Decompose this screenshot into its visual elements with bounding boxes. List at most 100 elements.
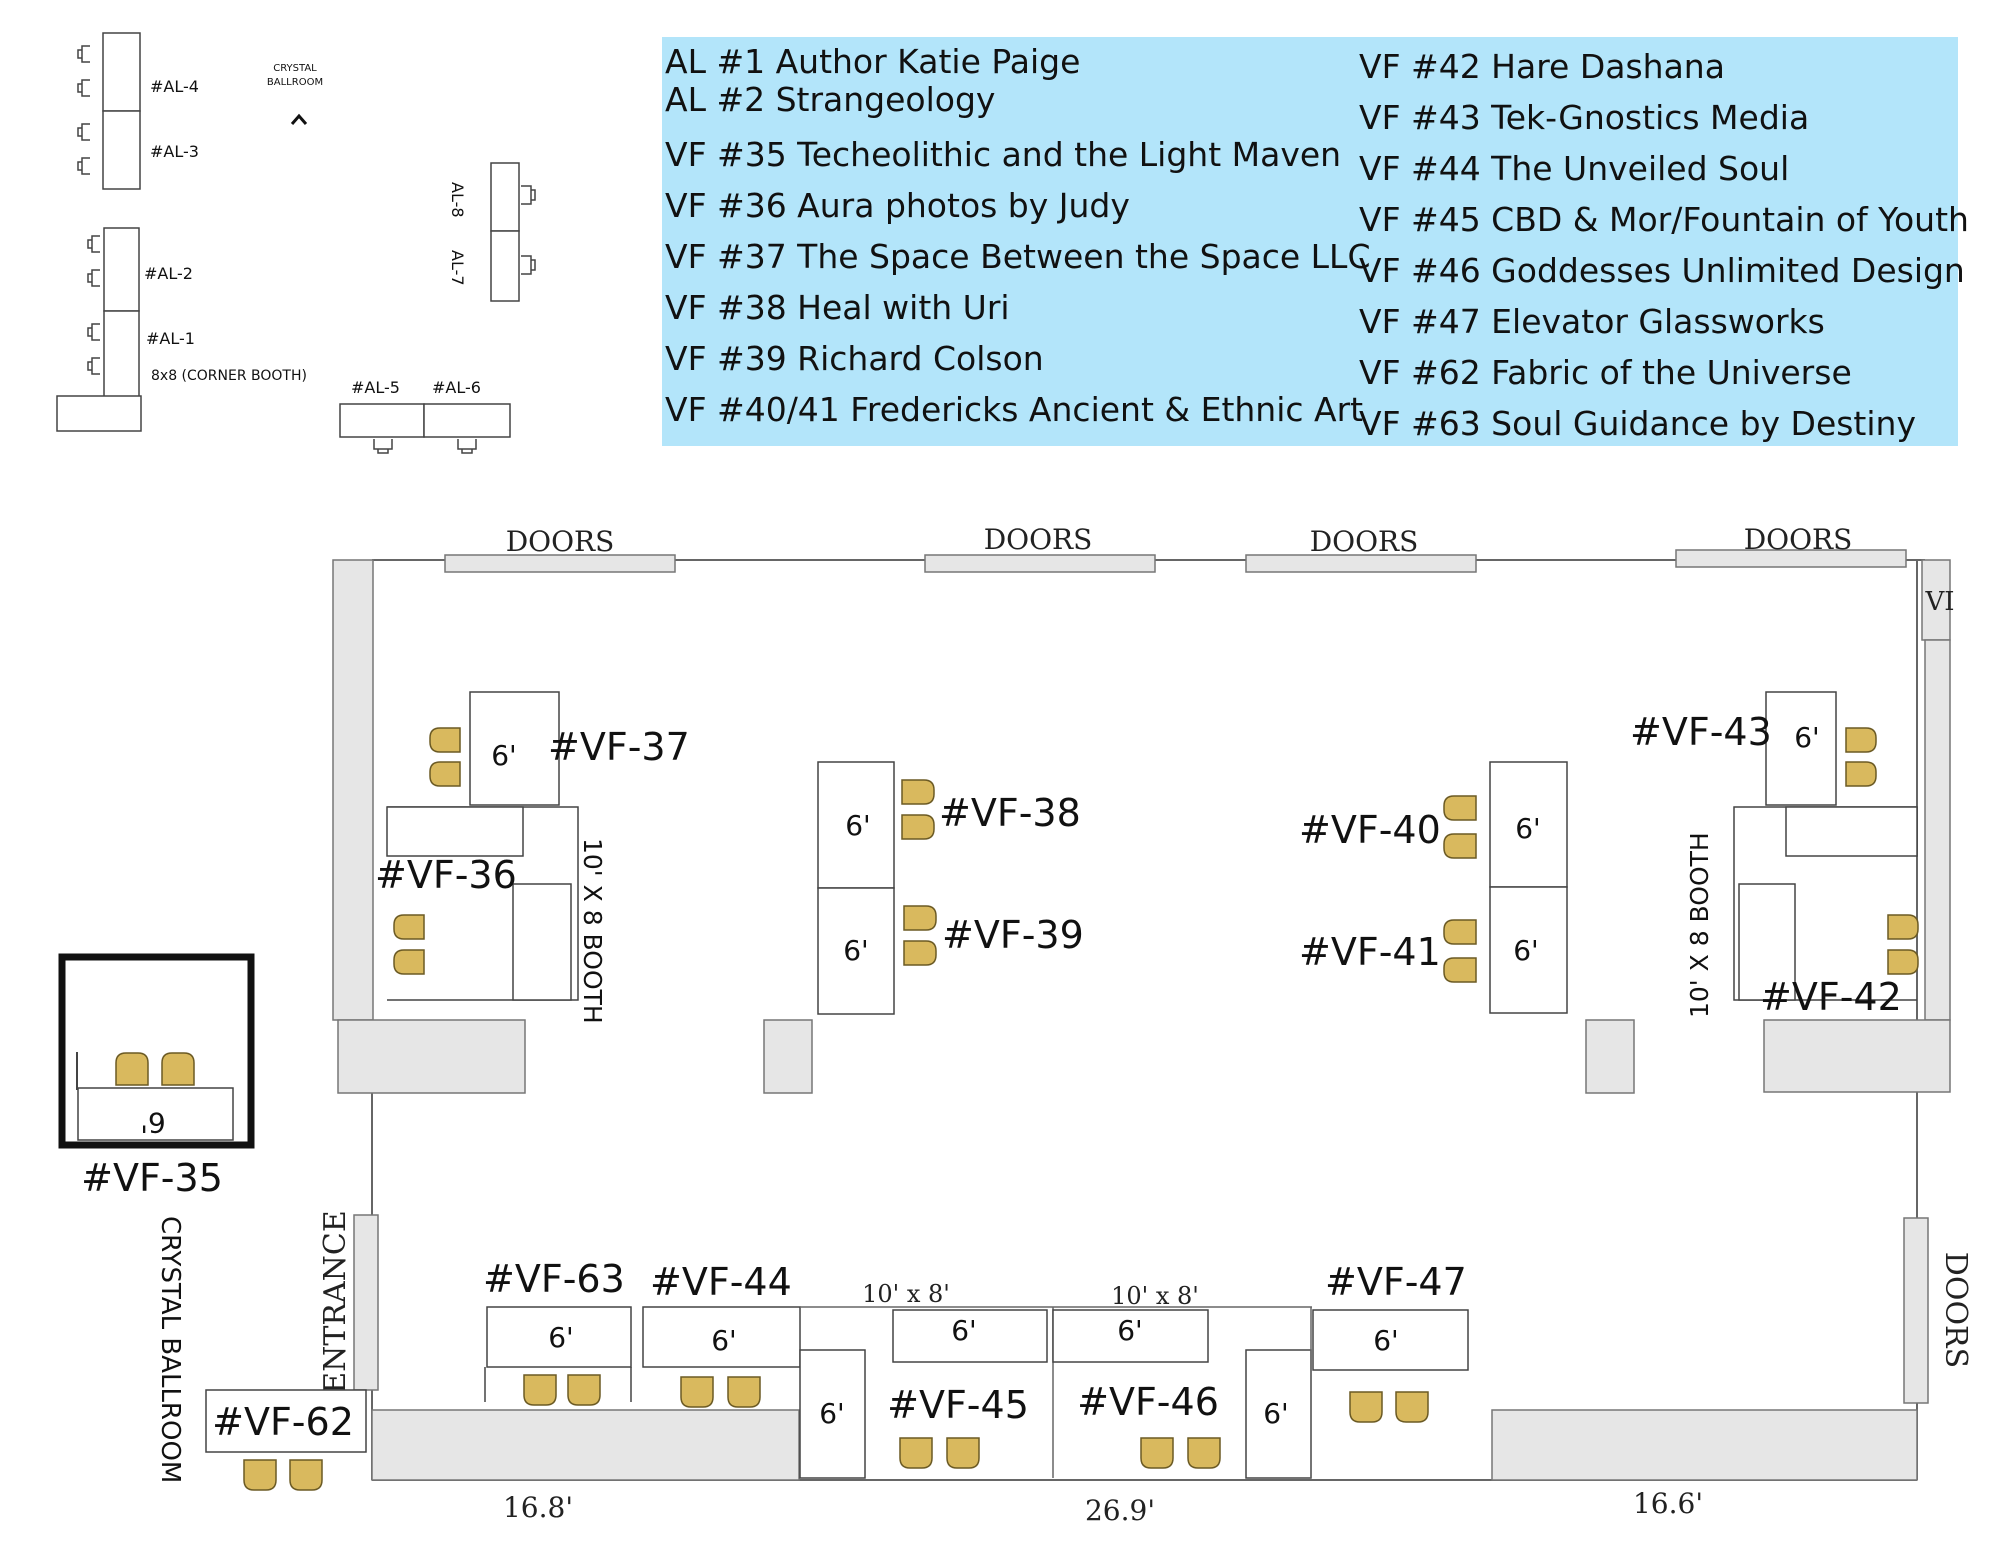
corner-booth-table — [56, 395, 142, 432]
chair-vf38-1 — [901, 779, 935, 805]
chair-vf42-2 — [1887, 949, 1919, 975]
label-vf43: #VF-43 — [1630, 710, 1772, 754]
chair-vf62-2 — [289, 1459, 323, 1491]
doors-top-2 — [924, 554, 1156, 573]
chair-vf45-2 — [946, 1437, 980, 1469]
center-pillar-right — [1585, 1019, 1635, 1094]
legend-item: VF #38 Heal with Uri — [665, 288, 1010, 327]
label-vf44: #VF-44 — [650, 1260, 792, 1304]
table-al6 — [423, 403, 511, 438]
doors-top-3 — [1245, 554, 1477, 573]
chair-vf40-2 — [1443, 833, 1477, 859]
table-vf35-size: 6' — [140, 1106, 166, 1139]
legend-item: VF #44 The Unveiled Soul — [1359, 149, 1790, 188]
label-vf39: #VF-39 — [942, 913, 1084, 957]
bottom-wall-left — [371, 1409, 800, 1481]
booth-vf35-frame — [58, 953, 255, 1149]
table-vf44 — [642, 1306, 801, 1368]
right-bottom-door — [1903, 1217, 1929, 1404]
table-al7 — [490, 230, 520, 302]
vendor-legend: AL #1 Author Katie Paige AL #2 Strangeol… — [662, 37, 1969, 446]
chair-vf47-1 — [1349, 1391, 1383, 1423]
label-vf37: #VF-37 — [548, 725, 690, 769]
label-vf36: #VF-36 — [375, 853, 517, 897]
booth-size-left: 10' X 8 BOOTH — [578, 838, 607, 1024]
legend-item: VF #39 Richard Colson — [665, 339, 1044, 378]
left-wall-panel — [332, 559, 374, 1021]
table-al1 — [103, 310, 140, 398]
chair-vf36-1 — [393, 914, 425, 940]
table-vf46-side — [1245, 1349, 1312, 1479]
legend-item: VF #47 Elevator Glassworks — [1359, 302, 1825, 341]
table-vf41 — [1489, 886, 1568, 1014]
center-pillar-left — [763, 1019, 813, 1094]
table-vf46-size: 6' — [1117, 1314, 1143, 1347]
table-vf39-size: 6' — [843, 934, 869, 967]
left-pillar — [337, 1019, 526, 1094]
label-vf38: #VF-38 — [939, 791, 1081, 835]
label-corner-booth: 8x8 (CORNER BOOTH) — [151, 368, 307, 384]
table-vf45-size: 6' — [951, 1314, 977, 1347]
chair-vf37-2 — [429, 761, 461, 787]
entrance-door — [353, 1214, 379, 1391]
chair-vf44-1 — [680, 1376, 714, 1408]
chair-vf41-1 — [1443, 919, 1477, 945]
crystal-ballroom-label: CRYSTAL BALLROOM — [155, 1216, 185, 1483]
label-vf63: #VF-63 — [483, 1257, 625, 1301]
table-vf47 — [1312, 1309, 1469, 1371]
chair-vf63-1 — [523, 1374, 557, 1406]
legend-item: VF #62 Fabric of the Universe — [1359, 353, 1852, 392]
table-vf46 — [1052, 1309, 1209, 1363]
bottom-wall-right — [1491, 1409, 1918, 1481]
chair-vf63-2 — [567, 1374, 601, 1406]
label-al7: AL-7 — [448, 250, 467, 286]
legend-item: VF #63 Soul Guidance by Destiny — [1359, 404, 1916, 443]
legend-item: VF #40/41 Fredericks Ancient & Ethnic Ar… — [665, 390, 1364, 429]
label-al3: #AL-3 — [150, 142, 199, 161]
dim-center: 26.9' — [1085, 1494, 1155, 1527]
chair-vf45-1 — [899, 1437, 933, 1469]
table-vf37-size: 6' — [491, 739, 517, 772]
crystal-ballroom-line2: BALLROOM — [267, 77, 323, 88]
label-vf35: #VF-35 — [81, 1156, 223, 1200]
right-door-label-partial: VI — [1924, 587, 1954, 617]
legend-item: VF #36 Aura photos by Judy — [665, 186, 1130, 225]
chair-vf35-1 — [115, 1052, 149, 1086]
main-room: DOORS DOORS DOORS DOORS VI ENTRANCE DOOR… — [58, 523, 1973, 1527]
table-al8 — [490, 162, 520, 232]
table-vf40-size: 6' — [1515, 812, 1541, 845]
table-vf36-side — [512, 883, 572, 1001]
doors-label-3: DOORS — [1310, 525, 1419, 558]
label-al6: #AL-6 — [432, 378, 481, 397]
chair-vf46-1 — [1140, 1437, 1174, 1469]
label-vf41: #VF-41 — [1299, 930, 1441, 974]
chair-vf46-2 — [1187, 1437, 1221, 1469]
label-al1: #AL-1 — [146, 329, 195, 348]
entrance-label: ENTRANCE — [318, 1210, 353, 1394]
chair-vf40-1 — [1443, 795, 1477, 821]
dim-left: 16.8' — [503, 1491, 573, 1524]
chair-vf42-1 — [1887, 914, 1919, 940]
legend-item: VF #42 Hare Dashana — [1359, 47, 1725, 86]
chair-vf41-2 — [1443, 957, 1477, 983]
table-al3 — [102, 110, 141, 190]
table-vf63 — [486, 1306, 632, 1368]
size-vf46: 10' x 8' — [1111, 1282, 1199, 1310]
table-vf41-size: 6' — [1513, 934, 1539, 967]
table-vf44-size: 6' — [711, 1324, 737, 1357]
right-pillar — [1763, 1019, 1951, 1093]
chair-vf47-2 — [1395, 1391, 1429, 1423]
table-vf35 — [77, 1087, 234, 1141]
doors-label-2: DOORS — [984, 523, 1093, 556]
table-vf43 — [1765, 691, 1837, 806]
legend-item: VF #45 CBD & Mor/Fountain of Youth — [1359, 200, 1969, 239]
table-vf42-top — [1785, 806, 1918, 857]
right-bottom-doors-label: DOORS — [1938, 1252, 1973, 1368]
label-vf45: #VF-45 — [887, 1383, 1029, 1427]
booth-size-right: 10' X 8 BOOTH — [1685, 832, 1714, 1018]
doors-top-1 — [444, 554, 676, 573]
legend-item: VF #37 The Space Between the Space LLC — [665, 237, 1371, 276]
table-al4 — [102, 32, 141, 112]
table-vf36-top — [386, 806, 524, 857]
chair-vf43-2 — [1845, 761, 1877, 787]
